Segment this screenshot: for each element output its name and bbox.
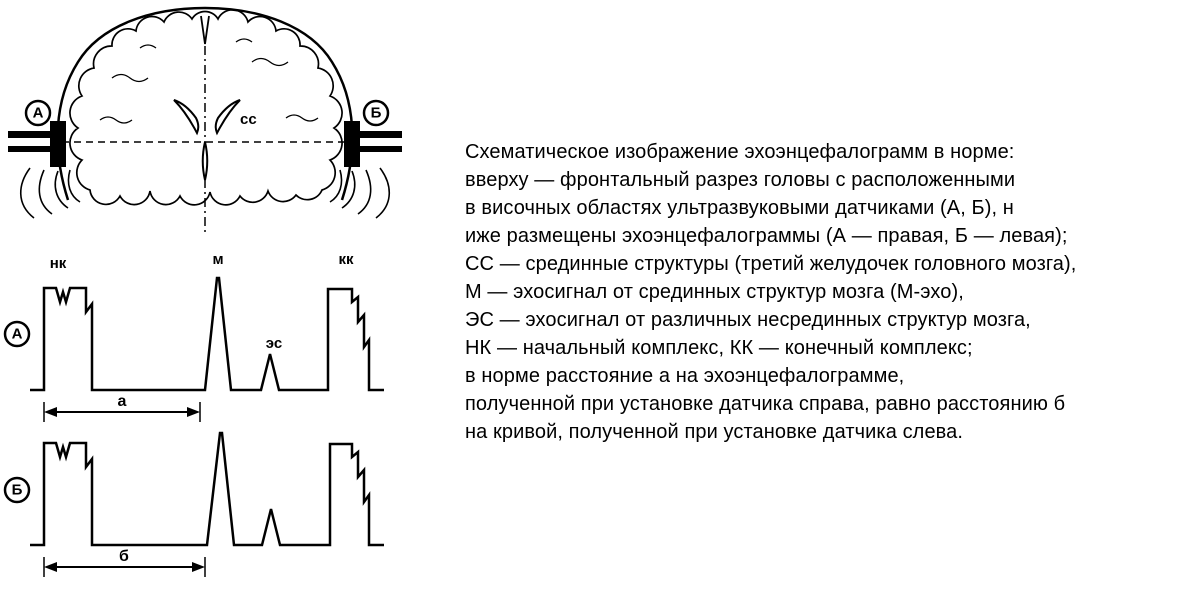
- third-ventricle-shape: [201, 141, 209, 181]
- trace-b-path: [30, 431, 384, 547]
- caption-line: в височных областях ультразвуковыми датч…: [465, 197, 1014, 219]
- right-ventricle-shape: [214, 99, 241, 136]
- caption-line: на кривой, полученной при установке датч…: [465, 421, 964, 443]
- echogram-a: нк м кк эс А а: [3, 251, 384, 422]
- brain-gyri-outline: [69, 9, 343, 206]
- figure-caption: Схематическое изображение эхоэнцефалогра…: [465, 138, 1185, 446]
- trace-a-m-label: м: [212, 251, 223, 268]
- right-sensor: [344, 121, 402, 167]
- caption-line: М — эхосигнал от срединных структур мозг…: [465, 281, 964, 303]
- left-sensor-rod: [8, 131, 52, 138]
- distance-b-arrow: [43, 557, 206, 577]
- trace-a-kk-label: кк: [338, 251, 354, 268]
- svg-text:Б: Б: [371, 105, 382, 122]
- right-sensor-rod: [358, 131, 402, 138]
- caption-line: иже размещены эхоэнцефалограммы (А — пра…: [465, 225, 1068, 247]
- right-hand-sketch: [329, 167, 391, 219]
- caption-line: полученной при установке датчика справа,…: [465, 393, 1066, 415]
- trace-a-badge: А: [3, 320, 31, 348]
- trace-a-es-label: эс: [266, 335, 282, 352]
- echoencephalogram-figure: сс А Б: [3, 6, 402, 577]
- sensor-b-badge: Б: [362, 99, 390, 127]
- longitudinal-fissure: [200, 15, 210, 45]
- left-ventricle-shape: [173, 99, 200, 136]
- cc-label: сс: [240, 111, 257, 128]
- distance-a-arrow: [43, 402, 201, 422]
- skull-outline: [56, 6, 354, 201]
- caption-line: ЭС — эхосигнал от различных несрединных …: [465, 309, 1031, 331]
- distance-a-label: а: [118, 393, 127, 410]
- trace-a-nk-label: нк: [50, 255, 67, 272]
- svg-text:А: А: [12, 326, 23, 343]
- head-cross-section-diagram: сс А Б: [8, 6, 402, 236]
- sensor-a-badge: А: [24, 99, 52, 127]
- trace-b-badge: Б: [3, 476, 31, 504]
- caption-line: НК — начальный комплекс, КК — конечный к…: [465, 337, 973, 359]
- sulci-sketch: [99, 38, 319, 124]
- caption-line: Схематическое изображение эхоэнцефалогра…: [465, 141, 1015, 163]
- caption-line: в норме расстояние а на эхоэнцефалограмм…: [465, 365, 905, 387]
- trace-a-path: [30, 276, 384, 392]
- left-sensor: [8, 121, 66, 167]
- left-hand-sketch: [19, 167, 81, 219]
- echogram-b: Б б: [3, 431, 384, 577]
- caption-line: СС — срединные структуры (третий желудоч…: [465, 253, 1077, 275]
- distance-b-label: б: [119, 548, 129, 565]
- svg-text:А: А: [33, 105, 44, 122]
- svg-text:Б: Б: [12, 482, 23, 499]
- caption-line: вверху — фронтальный разрез головы с рас…: [465, 169, 1016, 191]
